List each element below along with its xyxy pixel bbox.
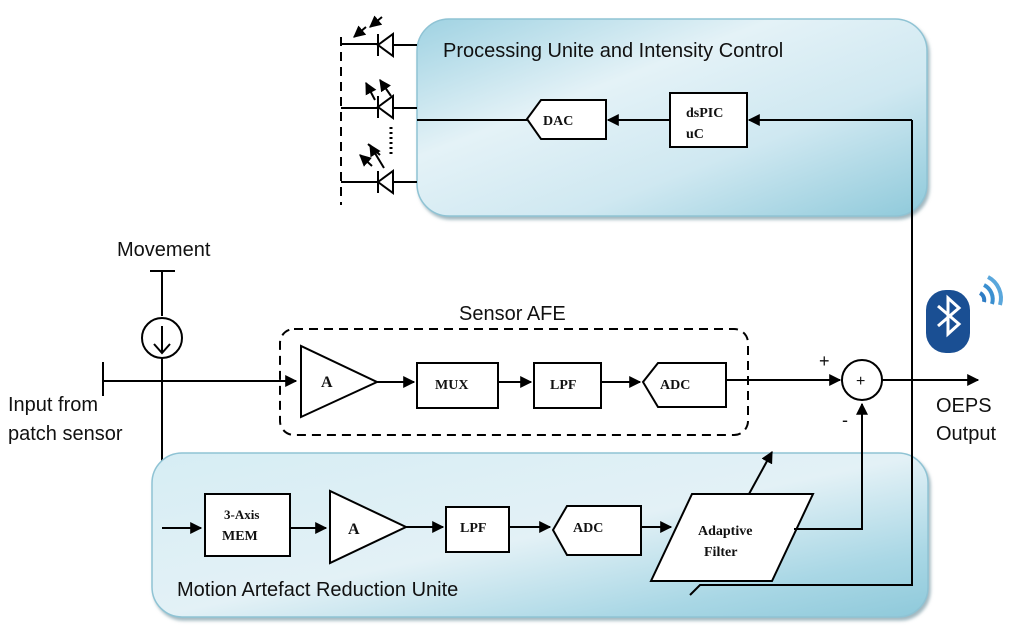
sensor-afe-title: Sensor AFE bbox=[459, 303, 566, 325]
motion-amplifier: A bbox=[329, 489, 409, 565]
led-icon bbox=[341, 143, 417, 195]
sensor-afe-boundary bbox=[279, 328, 749, 436]
movement-source: Movement bbox=[117, 239, 211, 528]
sum-symbol: + bbox=[856, 373, 865, 390]
filter-label-line2: Filter bbox=[704, 545, 737, 560]
feedback-loop-line bbox=[689, 120, 913, 596]
wireless-signal-icon bbox=[978, 275, 1003, 306]
mem-sensor-block: 3-Axis MEM bbox=[204, 493, 291, 557]
minus-input-sign: - bbox=[842, 410, 848, 430]
led-icon bbox=[341, 15, 417, 58]
mem-label-line2: MEM bbox=[222, 529, 258, 544]
motion-artefact-panel: Motion Artefact Reduction Unite 3-Axis M… bbox=[151, 120, 929, 618]
motion-adc-block: ADC bbox=[551, 505, 642, 556]
motion-unit-title: Motion Artefact Reduction Unite bbox=[177, 579, 458, 601]
input-label-line1: Input from bbox=[8, 394, 98, 416]
afe-adc-block: ADC bbox=[641, 362, 727, 408]
output-label-line1: OEPS bbox=[936, 395, 992, 417]
dac-block: DAC bbox=[525, 99, 607, 140]
sensor-afe-group: Sensor AFE A MUX LPF ADC bbox=[279, 303, 842, 436]
adaptive-filter-block: Adaptive Filter bbox=[649, 493, 815, 582]
mcu-label-line1: dsPIC bbox=[686, 106, 723, 121]
processing-unit-panel: Processing Unite and Intensity Control D… bbox=[416, 18, 928, 217]
mcu-label-line2: uC bbox=[686, 127, 704, 142]
mux-label: MUX bbox=[435, 378, 468, 393]
summing-junction: + + - bbox=[819, 351, 883, 430]
motion-lpf-block: LPF bbox=[445, 506, 510, 553]
motion-amplifier-label: A bbox=[348, 521, 360, 538]
afe-amplifier-label: A bbox=[321, 374, 333, 391]
led-icon bbox=[341, 79, 417, 120]
input-label-line2: patch sensor bbox=[8, 423, 123, 445]
patch-sensor-input: Input from patch sensor bbox=[8, 362, 298, 445]
mem-label-line1: 3-Axis bbox=[224, 507, 259, 522]
filter-to-sum-arrow bbox=[794, 402, 868, 530]
afe-lpf-label: LPF bbox=[550, 378, 576, 393]
movement-label: Movement bbox=[117, 239, 211, 261]
adaptation-arrow bbox=[748, 450, 773, 495]
plus-input-sign: + bbox=[819, 351, 830, 371]
motion-lpf-label: LPF bbox=[460, 521, 486, 536]
dspic-block: dsPIC uC bbox=[669, 92, 748, 148]
afe-lpf-block: LPF bbox=[533, 362, 602, 409]
bluetooth-icon bbox=[926, 290, 970, 353]
output-label-line2: Output bbox=[936, 423, 996, 445]
filter-label-line1: Adaptive bbox=[698, 524, 752, 539]
processing-unit-title: Processing Unite and Intensity Control bbox=[443, 40, 783, 62]
led-array bbox=[340, 15, 417, 205]
motion-adc-label: ADC bbox=[573, 521, 603, 536]
afe-amplifier: A bbox=[300, 344, 380, 419]
dac-label: DAC bbox=[543, 114, 573, 129]
mux-block: MUX bbox=[416, 362, 499, 409]
afe-adc-label: ADC bbox=[660, 378, 690, 393]
